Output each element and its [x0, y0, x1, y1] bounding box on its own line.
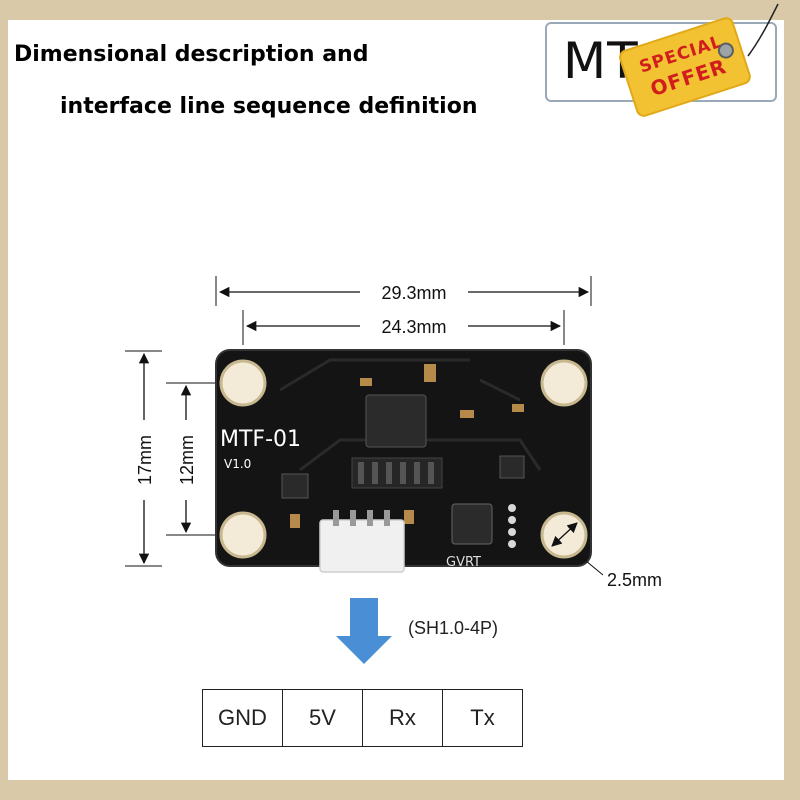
connector-type-label: (SH1.0-4P): [408, 618, 498, 638]
pinout-table: GND 5V Rx Tx: [202, 689, 523, 747]
pin-cell: Rx: [362, 689, 443, 747]
hole-diameter-label: 2.5mm: [607, 570, 662, 590]
board-model-label: MTF-01: [220, 427, 301, 452]
pcb-board: MTF-01 V1.0 GVRT: [215, 349, 592, 573]
sh-connector: [319, 519, 405, 573]
down-arrow-icon: [336, 598, 392, 664]
pin-cell: GND: [202, 689, 283, 747]
mounting-hole: [219, 359, 267, 407]
pin-cell: Tx: [442, 689, 523, 747]
sensor-chip: [451, 503, 493, 545]
title-line-1: Dimensional description and: [14, 42, 369, 67]
hole-spacing-width-label: 24.3mm: [381, 317, 446, 337]
pin-cell: 5V: [282, 689, 363, 747]
small-ic: [499, 455, 525, 479]
mounting-hole: [540, 359, 588, 407]
main-chip: [365, 394, 427, 448]
title-line-2: interface line sequence definition: [60, 94, 478, 119]
hole-spacing-height-label: 12mm: [177, 435, 197, 485]
pinout-row: GND 5V Rx Tx: [202, 689, 523, 747]
dimension-outer-width: 29.3mm: [215, 276, 592, 306]
resistor-array: [351, 457, 443, 489]
outer-width-label: 29.3mm: [381, 283, 446, 303]
mounting-hole: [219, 511, 267, 559]
dimension-hole-spacing-width: 24.3mm: [242, 310, 565, 345]
dimension-outer-height: 17mm: [125, 350, 162, 567]
outer-height-label: 17mm: [135, 435, 155, 485]
board-brand-label: GVRT: [446, 555, 481, 570]
small-ic: [281, 473, 309, 499]
badge-string: [747, 3, 779, 57]
dimension-hole-diameter: 2.5mm: [551, 522, 662, 590]
board-version-label: V1.0: [224, 457, 251, 471]
